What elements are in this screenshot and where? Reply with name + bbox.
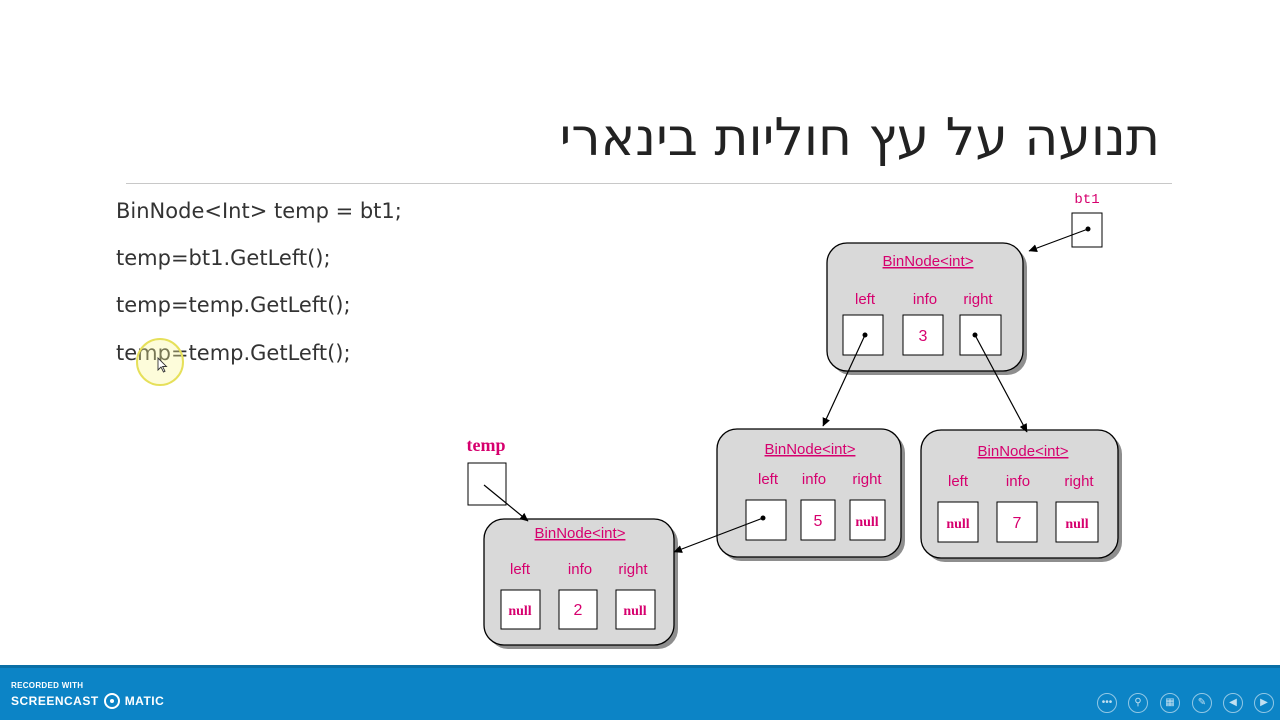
node-mid-right: BinNode<int> left info right null 7 null xyxy=(920,429,1122,562)
node-leaf-right-value: null xyxy=(623,604,646,619)
recorded-with-label: RECORDED WITH xyxy=(11,681,84,690)
node-leaf-left-value: null xyxy=(508,604,531,619)
node-leaf: BinNode<int> left info right null 2 null xyxy=(483,518,678,649)
node-mid-left-right-value: null xyxy=(855,515,878,530)
node-mid-left: BinNode<int> left info right 5 null xyxy=(716,428,905,561)
node-leaf-title: BinNode<int> xyxy=(535,525,626,542)
screencast-matic-logo: SCREENCAST MATIC xyxy=(11,693,165,709)
bt1-label: bt1 xyxy=(1074,192,1099,208)
node-root-left-label: left xyxy=(855,291,876,308)
node-mid-right-info-label: info xyxy=(1006,473,1030,490)
node-mid-left-left-label: left xyxy=(758,471,779,488)
temp-label: temp xyxy=(467,435,506,455)
title-divider xyxy=(126,183,1172,184)
mouse-pointer-icon xyxy=(157,357,168,373)
node-mid-right-info-value: 7 xyxy=(1013,515,1022,532)
slides-icon[interactable]: ▦ xyxy=(1160,693,1180,713)
node-leaf-info-label: info xyxy=(568,561,592,578)
code-line-2: temp=bt1.GetLeft(); xyxy=(116,246,331,270)
code-line-1: BinNode<Int> temp = bt1; xyxy=(116,199,402,223)
zoom-icon[interactable]: ⚲ xyxy=(1128,693,1148,713)
prev-icon[interactable]: ◀ xyxy=(1223,693,1243,713)
screencast-logo-icon xyxy=(103,693,120,709)
node-root-info-label: info xyxy=(913,291,937,308)
edge-root-to-mid-left xyxy=(822,334,866,427)
node-leaf-info-value: 2 xyxy=(574,602,583,619)
edge-temp-to-leaf xyxy=(483,484,529,522)
node-root-right-label: right xyxy=(963,291,993,308)
edge-bt1-to-root xyxy=(1028,228,1089,252)
node-leaf-right-label: right xyxy=(618,561,648,578)
node-mid-right-title: BinNode<int> xyxy=(978,443,1069,460)
edge-root-to-mid-right xyxy=(974,334,1028,433)
node-mid-right-left-value: null xyxy=(946,517,969,532)
recorder-toolbar: RECORDED WITH SCREENCAST MATIC ••• ⚲ ▦ ✎… xyxy=(0,665,1280,720)
node-root: BinNode<int> left info right 3 xyxy=(826,242,1027,375)
node-mid-left-right-label: right xyxy=(852,471,882,488)
code-line-3: temp=temp.GetLeft(); xyxy=(116,293,351,317)
node-root-title: BinNode<int> xyxy=(883,253,974,270)
slide-title: תנועה על עץ חוליות בינארי xyxy=(559,108,1160,168)
node-mid-left-title: BinNode<int> xyxy=(765,441,856,458)
pen-icon[interactable]: ✎ xyxy=(1192,693,1212,713)
node-mid-left-info-value: 5 xyxy=(814,513,823,530)
node-mid-right-left-label: left xyxy=(948,473,969,490)
node-mid-right-right-value: null xyxy=(1065,517,1088,532)
node-leaf-left-label: left xyxy=(510,561,531,578)
node-mid-left-info-label: info xyxy=(802,471,826,488)
node-root-info-value: 3 xyxy=(919,328,928,345)
node-mid-right-right-label: right xyxy=(1064,473,1094,490)
more-icon[interactable]: ••• xyxy=(1097,693,1117,713)
edge-mid-left-to-leaf xyxy=(673,517,764,553)
binary-tree-diagram: bt1 temp BinNode<int> left info right 3 … xyxy=(467,192,1122,649)
next-icon[interactable]: ▶ xyxy=(1254,693,1274,713)
